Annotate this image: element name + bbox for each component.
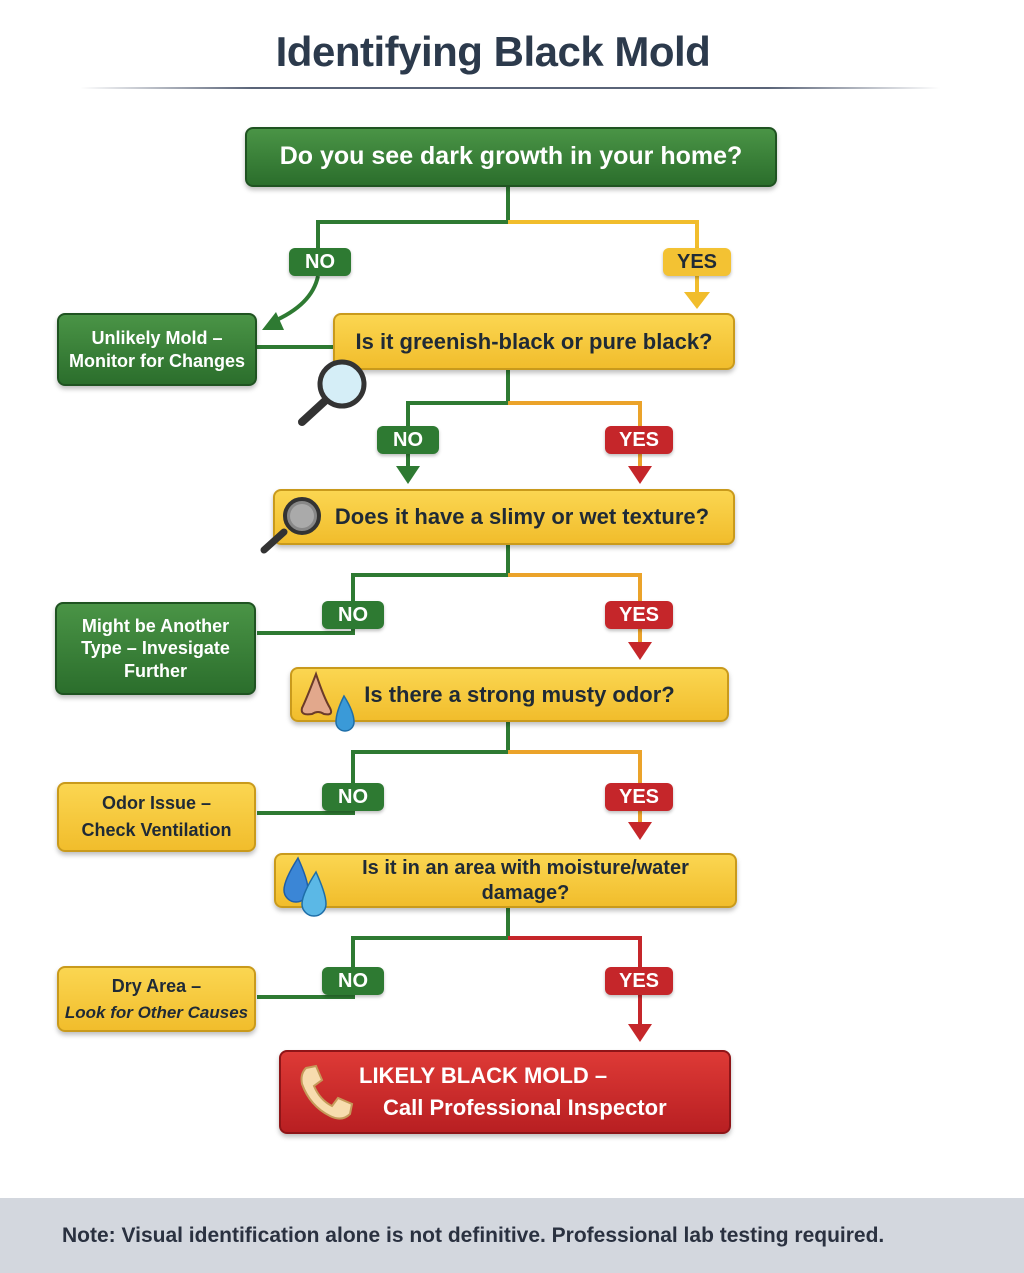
outcome-text: Odor Issue – xyxy=(101,793,212,813)
question-1: Do you see dark growth in your home? xyxy=(245,127,777,187)
outcome-odor-issue: Odor Issue – Check Ventilation xyxy=(57,782,256,852)
question-text: Does it have a slimy or wet texture? xyxy=(334,504,710,530)
question-2: Is it greenish-black or pure black? xyxy=(333,313,735,370)
footer-text: Note: Visual identification alone is not… xyxy=(62,1223,885,1247)
arrowhead xyxy=(628,1024,652,1042)
connector-q3-no xyxy=(257,545,510,635)
connector-q1-no-curve xyxy=(271,275,320,324)
title-divider xyxy=(80,87,940,89)
arrowhead xyxy=(684,292,710,309)
footer-note: Note: Visual identification alone is not… xyxy=(0,1198,1024,1273)
outcome-unlikely-mold: Unlikely Mold – Monitor for Changes xyxy=(57,313,257,386)
question-text: Is it greenish-black or pure black? xyxy=(355,328,713,354)
connector-q4-no xyxy=(257,722,510,815)
magnifier-icon xyxy=(260,497,321,554)
badge-yes: YES xyxy=(605,783,673,811)
badge-yes: YES xyxy=(605,426,673,454)
outcome-text: Dry Area – xyxy=(111,975,202,996)
result-likely-black-mold: LIKELY BLACK MOLD – Call Professional In… xyxy=(279,1050,731,1134)
connector-q5-yes xyxy=(508,936,642,1026)
water-drop-icon xyxy=(335,694,355,732)
result-title: LIKELY BLACK MOLD – xyxy=(359,1063,608,1089)
water-drops-icon xyxy=(283,856,327,917)
nose-icon xyxy=(300,671,355,732)
badge-no: NO xyxy=(289,248,351,276)
badge-no: NO xyxy=(322,601,384,629)
question-text: Do you see dark growth in your home? xyxy=(279,142,743,171)
outcome-text: Monitor for Changes xyxy=(69,350,245,371)
badge-yes: YES xyxy=(663,248,731,276)
connector-q1-no xyxy=(316,187,510,250)
badge-yes: YES xyxy=(605,601,673,629)
magnifier-icon xyxy=(298,359,367,426)
question-text: Is there a strong musty odor? xyxy=(364,681,675,707)
outcome-text: Check Ventilation xyxy=(81,820,232,840)
arrowhead xyxy=(628,466,652,484)
result-subtitle: Call Professional Inspector xyxy=(383,1095,667,1120)
connector-q5-no xyxy=(257,908,510,999)
arrowhead xyxy=(262,312,284,330)
outcome-text: Might be Another xyxy=(81,615,230,636)
arrowhead xyxy=(628,642,652,660)
question-text: Is it in an area with moisture/water dam… xyxy=(362,856,689,904)
outcome-another-type: Might be Another Type – Invesigate Furth… xyxy=(55,602,256,695)
question-3: Does it have a slimy or wet texture? xyxy=(273,489,735,545)
badge-yes: YES xyxy=(605,967,673,995)
page-title: Identifying Black Mold xyxy=(275,28,711,75)
outcome-text: Unlikely Mold – xyxy=(91,328,223,348)
badge-no: NO xyxy=(322,967,384,995)
phone-icon xyxy=(300,1064,354,1120)
outcome-dry-area: Dry Area – Look for Other Causes xyxy=(57,966,256,1032)
question-5: Is it in an area with moisture/water dam… xyxy=(274,853,737,908)
badge-no: NO xyxy=(322,783,384,811)
badge-no: NO xyxy=(377,426,439,454)
arrowhead xyxy=(396,466,420,484)
outcome-text: Look for Other Causes xyxy=(64,1002,249,1022)
question-4: Is there a strong musty odor? xyxy=(290,667,729,722)
outcome-text: Further xyxy=(124,660,187,681)
outcome-text: Type – Invesigate xyxy=(81,638,230,659)
arrowhead xyxy=(628,822,652,840)
